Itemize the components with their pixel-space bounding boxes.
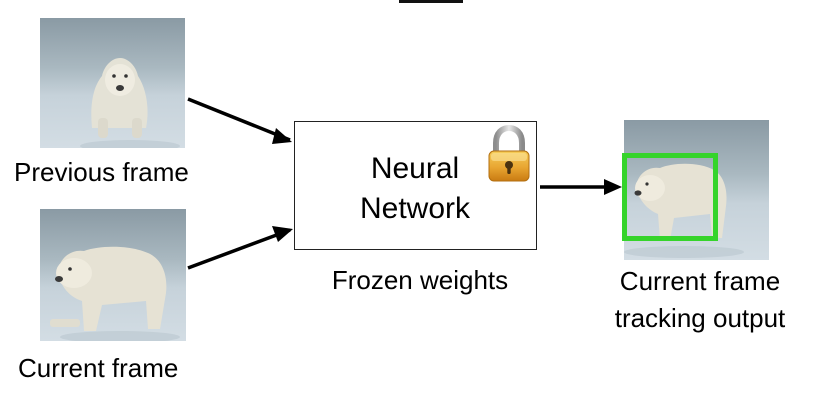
neural-network-title: Neural Network (330, 149, 500, 229)
frozen-weights-label: Frozen weights (331, 265, 509, 295)
previous-frame-label: Previous frame (14, 157, 189, 187)
arrow-current-to-network (187, 228, 291, 270)
arrow-previous-to-network (187, 97, 291, 142)
previous-frame-image (40, 18, 185, 148)
neural-network-line1: Neural (370, 152, 460, 185)
current-frame-image (40, 209, 186, 341)
arrow-previous-head (272, 128, 292, 144)
arrow-output-head (604, 179, 622, 195)
padlock-icon (484, 124, 534, 185)
tracking-output-line2: tracking output (614, 303, 786, 333)
neural-network-line2: Network (359, 192, 471, 225)
arrow-current-head (272, 226, 293, 242)
tracking-output-label: Current frame tracking output (580, 263, 820, 337)
tracking-bounding-box (622, 153, 718, 241)
tracking-output-line1: Current frame (619, 266, 781, 296)
current-frame-label: Current frame (18, 353, 179, 383)
title-underline (399, 0, 463, 3)
